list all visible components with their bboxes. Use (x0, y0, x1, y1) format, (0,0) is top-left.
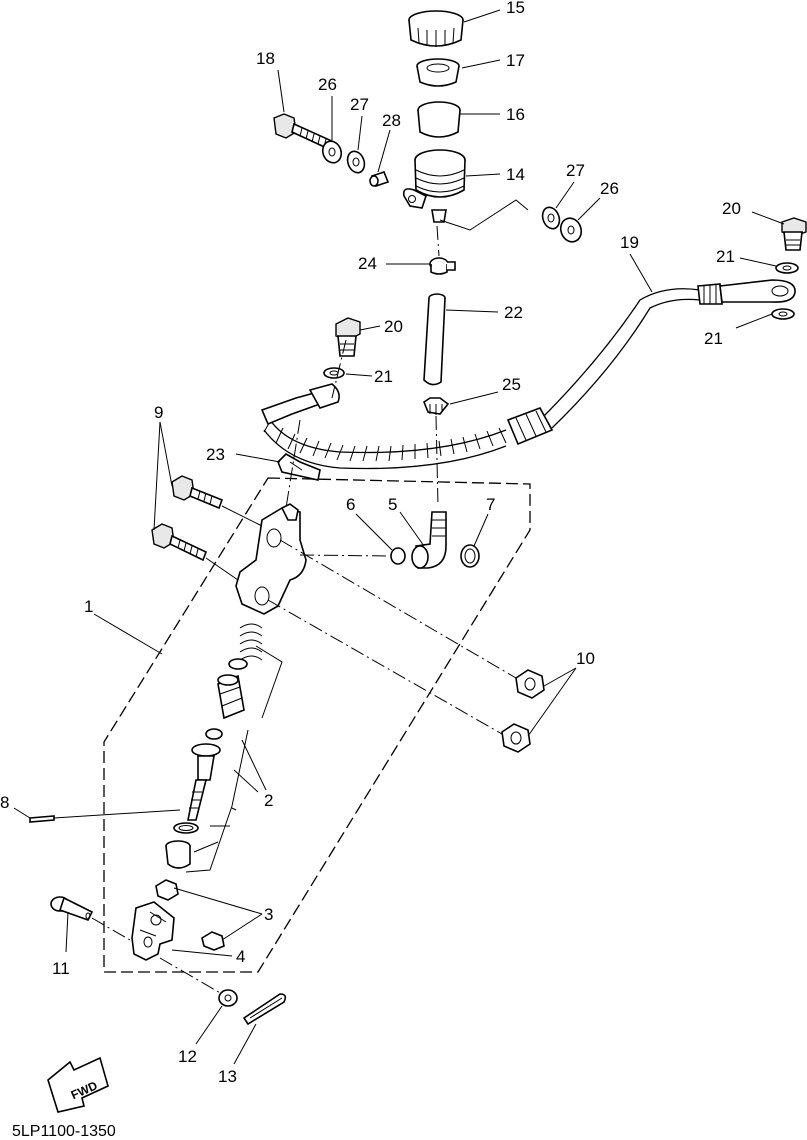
washer-26-right (559, 217, 583, 243)
cup-medium (205, 728, 223, 740)
label-8: 8 (0, 793, 9, 812)
label-27-left: 27 (350, 95, 369, 114)
gasket-21-right-bottom (771, 308, 795, 320)
collar-28 (369, 171, 390, 187)
label-16: 16 (506, 105, 525, 124)
leader-lines (13, 9, 785, 1065)
bolt-18 (273, 113, 336, 152)
oring-6 (390, 547, 406, 565)
label-26-left: 26 (318, 75, 337, 94)
label-6: 6 (346, 495, 355, 514)
diagram-code: 5LP1100-1350 (12, 1123, 116, 1140)
label-12: 12 (178, 1047, 197, 1066)
label-20-right: 20 (722, 199, 741, 218)
label-18: 18 (256, 49, 275, 68)
bolt-9-upper (171, 475, 224, 510)
diaphragm-16 (417, 101, 461, 138)
label-9: 9 (154, 403, 163, 422)
washer-27-right (541, 206, 561, 230)
lock-nut-3b (201, 931, 225, 951)
bolt-9-lower (151, 523, 208, 562)
washer-27-left (346, 150, 366, 174)
union-bolt-20-left (335, 317, 361, 357)
pin-11 (50, 896, 94, 921)
label-10: 10 (576, 649, 595, 668)
union-bolt-20-right (781, 217, 807, 251)
circlip-2 (173, 822, 199, 834)
label-5: 5 (388, 495, 397, 514)
gasket-21-right-top (775, 262, 799, 274)
label-25: 25 (502, 375, 521, 394)
nut-10-lower (501, 723, 531, 753)
label-2: 2 (264, 791, 273, 810)
label-7: 7 (486, 495, 495, 514)
gasket-21-left (323, 367, 345, 379)
nut-10-upper (515, 669, 545, 699)
spring (239, 623, 263, 661)
label-24: 24 (358, 254, 377, 273)
brake-hose-19 (260, 279, 796, 470)
hose-clip-25 (423, 397, 450, 415)
reservoir-cap-15 (408, 10, 464, 47)
label-27-right: 27 (566, 161, 585, 180)
plate-23 (277, 453, 321, 481)
assembly-boundary (103, 477, 531, 973)
lock-nut-3a (155, 879, 179, 901)
label-21-left: 21 (374, 367, 393, 386)
reservoir-hose-22 (423, 293, 446, 386)
hose-joint-5 (411, 511, 447, 569)
label-13: 13 (218, 1067, 237, 1086)
reservoir-tank-14 (402, 149, 466, 223)
push-rod (187, 743, 221, 821)
label-23: 23 (206, 445, 225, 464)
diaphragm-plate-17 (416, 58, 460, 87)
label-11: 11 (52, 959, 70, 978)
master-cylinder-body (235, 503, 307, 615)
label-17: 17 (506, 51, 525, 70)
boot (165, 840, 191, 869)
label-14: 14 (506, 165, 525, 184)
label-4: 4 (236, 947, 245, 966)
washer-26-left (321, 140, 343, 164)
forward-arrow-icon: FWD (47, 1056, 109, 1113)
piston (217, 674, 245, 720)
circlip-7 (460, 544, 480, 568)
label-22: 22 (504, 303, 523, 322)
label-15: 15 (506, 0, 525, 17)
label-26-right: 26 (600, 179, 619, 198)
clevis-4 (131, 901, 175, 961)
label-21-right-bottom: 21 (704, 329, 723, 348)
cup-small (228, 658, 248, 670)
label-28: 28 (382, 111, 401, 130)
label-20-left: 20 (384, 317, 403, 336)
label-21-right-top: 21 (716, 247, 735, 266)
hose-clip-24 (429, 257, 456, 275)
washer-12 (218, 989, 238, 1007)
label-3: 3 (264, 905, 273, 924)
label-19: 19 (620, 233, 639, 252)
label-1: 1 (84, 597, 93, 616)
cotter-pin-13 (242, 993, 287, 1026)
cotter-pin-8 (29, 815, 55, 823)
